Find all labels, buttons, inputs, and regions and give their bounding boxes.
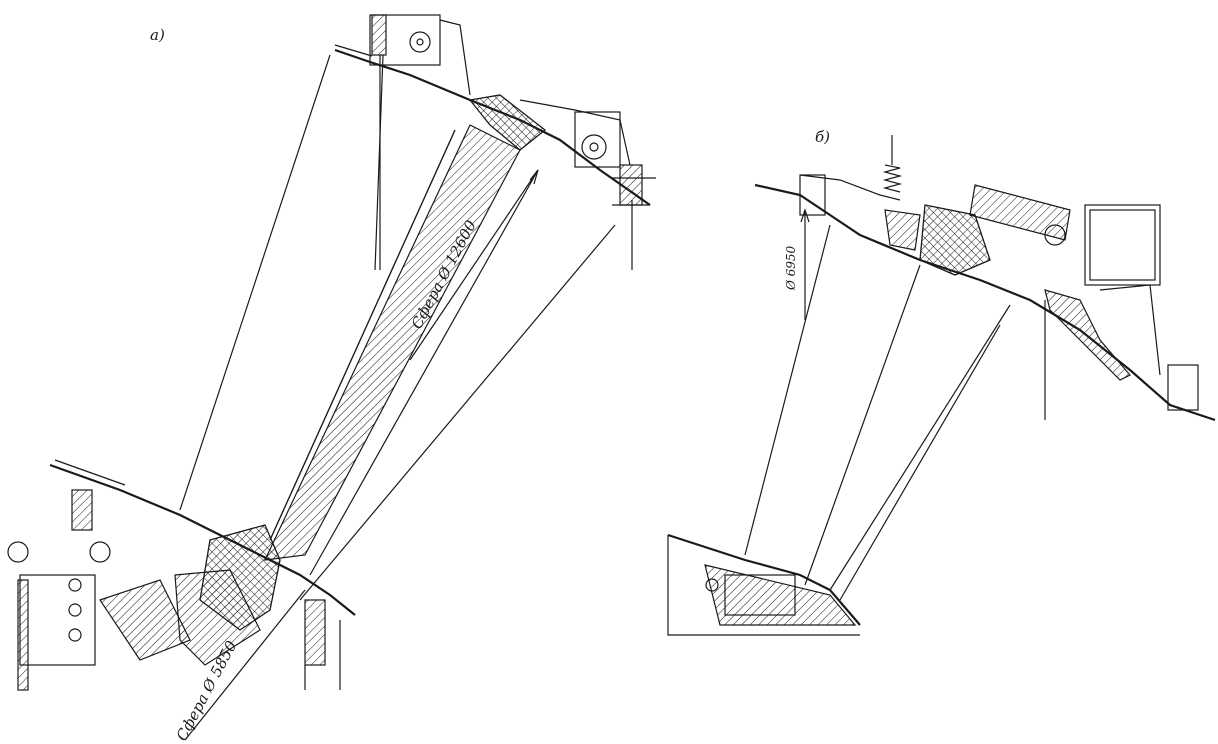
view-b-label: б): [815, 128, 830, 146]
view-a-label: а): [150, 26, 165, 44]
view-a-drawing: [7, 14, 656, 741]
diameter-dimension: Ø 6950: [784, 245, 798, 291]
view-b-drawing: [667, 135, 1216, 636]
